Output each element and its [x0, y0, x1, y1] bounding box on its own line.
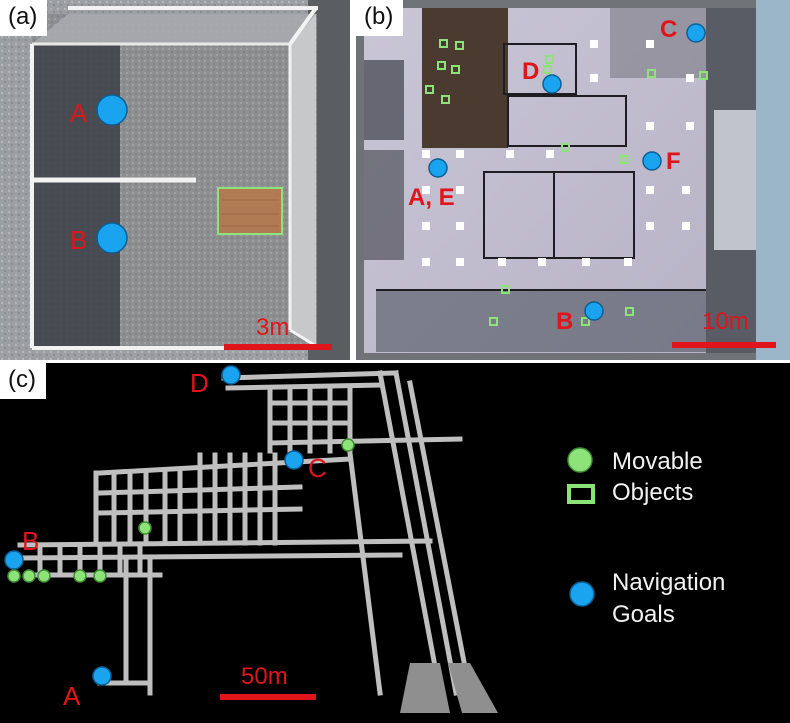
panel-b-scene [356, 0, 790, 360]
wall-shadow [32, 44, 120, 346]
goal-marker-d [221, 365, 241, 385]
bottom-ramp [400, 663, 450, 713]
movable-objects-b [425, 39, 708, 326]
panel-b-tag: (b) [356, 0, 404, 36]
corridor-network [17, 370, 473, 696]
movable-box [217, 187, 283, 235]
goal-label-ae: A, E [408, 184, 455, 211]
goal-marker-c [686, 23, 706, 43]
goal-label-d: D [190, 368, 209, 398]
scale-bar-a [224, 344, 332, 350]
goal-label-f: F [666, 148, 681, 175]
goal-marker-b [4, 550, 24, 570]
scale-bar-c [220, 694, 316, 700]
goal-label-b: B [70, 225, 88, 255]
goal-label-d: D [522, 58, 540, 85]
movable-objects-c [7, 438, 355, 583]
ceiling-lights [422, 40, 694, 266]
scale-label-b: 10m [702, 308, 749, 335]
goal-marker-c [284, 450, 304, 470]
goal-label-c: C [308, 453, 327, 483]
legend-movable-line2: Objects [612, 479, 694, 506]
legend-movable-line1: Movable [612, 448, 703, 475]
legend-goal-circle [569, 581, 595, 607]
floor-plan-map [4, 365, 595, 713]
goal-label-b: B [556, 308, 574, 335]
right-wall [290, 14, 316, 346]
goal-marker-b [584, 301, 604, 321]
panel-a-tag: (a) [0, 0, 48, 36]
goal-marker-f [642, 151, 662, 171]
scale-label-a: 3m [256, 314, 290, 341]
center-glass-room [483, 171, 635, 259]
panel-c-tag: (c) [0, 363, 46, 399]
legend-goals-line2: Goals [612, 601, 675, 628]
panel-b: (b) C D A, E F B 10m [356, 0, 790, 360]
bottom-offices [376, 290, 706, 352]
goal-marker-b [96, 222, 128, 254]
goal-label-b: B [22, 526, 40, 556]
scale-bar-b [672, 342, 776, 348]
panel-c: (c) D C B A 50m Movable Objects Navigati… [0, 363, 790, 723]
goal-marker-a [92, 666, 112, 686]
legend-movable-rect [567, 484, 595, 504]
wood-room [422, 8, 508, 148]
panel-a-scene [0, 0, 350, 360]
goal-marker-ae [428, 158, 448, 178]
goal-label-a: A [63, 681, 81, 711]
goal-marker-a [96, 94, 128, 126]
legend-goals-line1: Navigation [612, 569, 726, 596]
legend-movable-circle [567, 447, 593, 473]
scale-label-c: 50m [241, 663, 288, 690]
goal-label-c: C [660, 16, 678, 43]
goal-label-a: A [70, 98, 88, 128]
panel-a: (a) A B 3m [0, 0, 350, 360]
goal-marker-d [542, 74, 562, 94]
